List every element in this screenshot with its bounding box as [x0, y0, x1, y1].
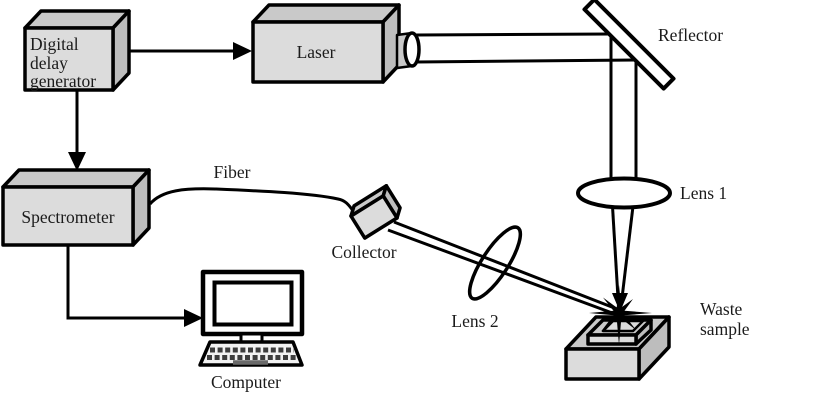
arrowhead-right-icon — [184, 309, 203, 327]
laser-label: Laser — [297, 42, 336, 62]
monitor-screen — [212, 280, 294, 327]
lens-1-label: Lens 1 — [680, 183, 727, 203]
ddg-label: generator — [30, 71, 96, 91]
lens-1 — [576, 176, 672, 210]
collector-label: Collector — [331, 242, 396, 262]
ddg-label: Digital — [30, 34, 79, 54]
spectrometer: Spectrometer — [1, 168, 151, 247]
digital-delay-generator: Digital delay generator — [23, 9, 131, 92]
laser-beam — [415, 32, 638, 312]
laser-aperture-lens — [403, 31, 421, 68]
waste-sample — [564, 285, 671, 381]
spectrometer-label: Spectrometer — [21, 207, 114, 227]
reflector — [582, 0, 676, 91]
computer-label: Computer — [211, 372, 281, 392]
reflector-label: Reflector — [658, 25, 723, 45]
ddg-label: delay — [30, 53, 68, 73]
collection-path — [387, 220, 618, 316]
waste-sample-label: sample — [700, 319, 750, 339]
computer — [198, 269, 305, 367]
laser: Laser — [251, 3, 421, 84]
collector — [349, 183, 402, 240]
spark-icon — [589, 285, 652, 345]
fiber — [148, 187, 358, 216]
arrow-ddg-to-spectrometer — [68, 90, 86, 171]
lens-2-label: Lens 2 — [451, 311, 498, 331]
arrowhead-down-icon — [68, 152, 86, 171]
arrow-ddg-to-laser — [128, 42, 252, 60]
fiber-label: Fiber — [214, 162, 251, 182]
arrowhead-right-icon — [233, 42, 252, 60]
arrow-spectrometer-to-computer — [66, 246, 203, 327]
sample-chip — [601, 319, 645, 333]
waste-sample-label: Waste — [700, 299, 743, 319]
